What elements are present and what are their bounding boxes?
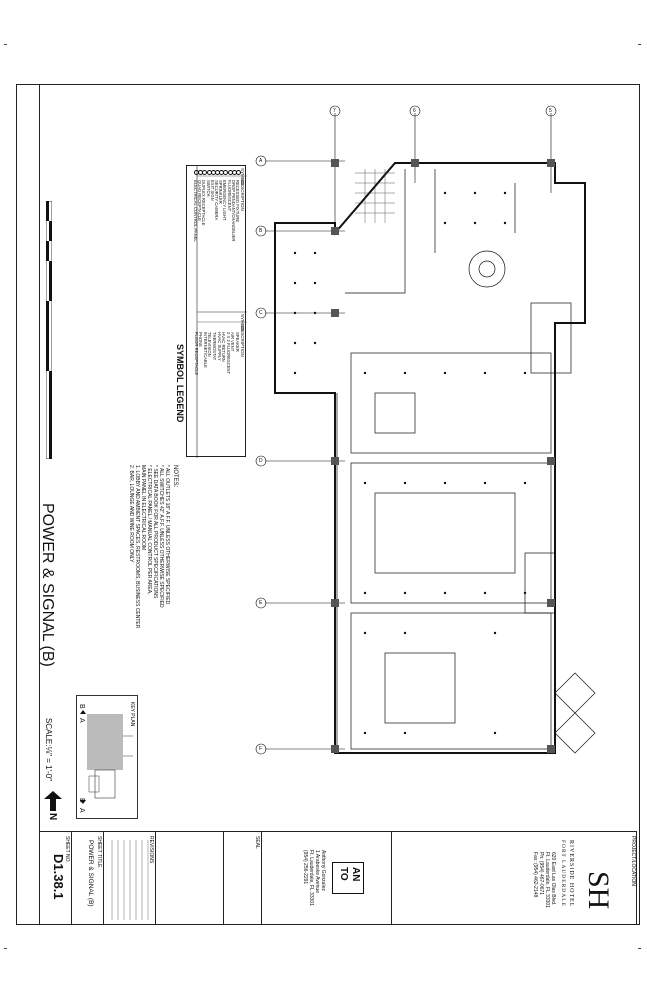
tb-notes-cell (155, 832, 223, 924)
revision-lines (111, 840, 149, 920)
legend-item: SWITCH (205, 180, 211, 197)
legend-item: THERMOSTAT (212, 332, 217, 361)
hotel-fax: Fax: (954) 462-2148 (532, 852, 538, 898)
legend-col-description-right: DESCRIPTION (240, 326, 245, 357)
note-line: 2. BAR, LOUNGE AND WINE ROOM ONLY (128, 465, 134, 563)
scale-label: SCALE:⅛" = 1'-0" (44, 718, 53, 782)
drawing-sheet: POWER & SIGNAL (B) SCALE:⅛" = 1'-0" N SY… (16, 84, 640, 925)
architect-initials-2: TO (338, 867, 349, 881)
architect-name: Anthony Gonzalez (320, 850, 326, 891)
legend-title: SYMBOL LEGEND (175, 344, 185, 423)
hotel-address-1: 620 East Las Olas Blvd. (550, 852, 556, 906)
crop-mark (638, 948, 641, 949)
legend-item: FLOOR RECEPTACLE (193, 332, 199, 376)
hotel-address-2: Ft. Lauderdale, FL 33301 (544, 852, 550, 908)
grid-label-side: E (259, 600, 263, 606)
legend-item: FLUORESCENT (226, 180, 232, 212)
architect-addr-2: Ft. Lauderdale, FL 33301 (308, 850, 314, 906)
legend-item: DUPLEX RECEPTACLE (201, 180, 207, 226)
architect-logo: AN TO (332, 862, 364, 894)
tb-seal-label: SEAL (254, 836, 260, 849)
legend-symbol-icon (194, 170, 199, 175)
sheet-number: D1.38.1 (51, 854, 66, 900)
legend-item: INTERNET/CABLE (202, 332, 208, 368)
note-line: * ALL SWITCHES 42" A.F.F. UNLESS OTHERWI… (158, 465, 164, 608)
tb-architect-cell: AN TO Anthony Gonzalez 1 Arabeske Avenue… (261, 832, 391, 924)
tb-sheet-title-value: POWER & SIGNAL (B) (87, 840, 94, 907)
drawing-area: POWER & SIGNAL (B) SCALE:⅛" = 1'-0" N SY… (39, 85, 637, 832)
crop-mark (4, 44, 7, 45)
architect-initials-1: AN (350, 867, 361, 882)
graphic-scale-bar (45, 200, 53, 460)
legend-symbol-icon (206, 170, 212, 175)
section-top-r: A (78, 718, 85, 723)
section-top: B (78, 704, 85, 709)
legend-item: 2 X 2 FLUORESCENT (225, 332, 231, 375)
grid-label-side: F (259, 746, 263, 752)
grid-label-top: 6 (413, 108, 416, 114)
graphic-scale (45, 200, 53, 460)
legend-col-description: DESCRIPTION (240, 180, 245, 211)
sheet-title: POWER & SIGNAL (B) (39, 503, 56, 667)
legend-item: EMERGENCY LIGHT (222, 180, 228, 221)
note-line: * ALL OUTLETS 18" A.F.F. UNLESS OTHERWIS… (164, 465, 170, 605)
tb-project-label: PROJECT/LOCATION (630, 836, 636, 886)
grid-label-top: 5 (549, 108, 552, 114)
grid-label-side: B (259, 228, 263, 234)
key-plan-drawing (80, 710, 133, 804)
sheet-title-strip (17, 85, 39, 832)
tb-revisions-cell: REVISIONS (103, 832, 155, 924)
hotel-logo-icon: SH (582, 871, 615, 909)
grid-label-side: D (259, 458, 263, 464)
tb-project-cell: PROJECT/LOCATION SH RIVERSIDE HOTEL FORT… (391, 832, 637, 924)
floor-plan: 7 6 5 A B C D E F (255, 93, 638, 833)
grid-label-side: C (259, 310, 263, 316)
note-line: * ELECTRICAL PANEL / MANUAL CONTROL PER … (146, 465, 152, 595)
note-line: * SEE DATA BOOK FOR ALL PRODUCT SPECIFIC… (152, 465, 158, 599)
tb-sheet-number-cell: SHEET NO. D1.38.1 (39, 832, 71, 924)
grid-label-top: 7 (333, 108, 336, 114)
legend-grid (196, 166, 247, 458)
section-bottom: B (78, 798, 85, 803)
hotel-phone: Ph: (954) 467-0671 (538, 852, 544, 896)
hotel-name: RIVERSIDE HOTEL (568, 840, 574, 908)
hotel-city: FORT LAUDERDALE (560, 840, 566, 907)
crop-mark (4, 948, 7, 949)
key-plan: KEY PLAN B A B A (76, 695, 138, 819)
key-plan-title: KEY PLAN (129, 702, 135, 727)
notes-title: NOTES: (172, 465, 178, 488)
tb-revisions-label: REVISIONS (148, 836, 154, 864)
crop-mark (638, 44, 641, 45)
legend-item: TELEVISION (207, 332, 213, 357)
north-arrow-icon (44, 791, 62, 811)
north-label: N (47, 813, 58, 821)
legend-symbol-icon (227, 170, 233, 175)
tb-sheet-title-label: SHEET TITLE (96, 836, 102, 868)
tb-sheet-title-cell: SHEET TITLE POWER & SIGNAL (B) (71, 832, 103, 924)
north-arrow: N (44, 791, 62, 823)
grid-label-side: A (259, 158, 263, 164)
architect-addr-1: 1 Arabeske Avenue (314, 850, 320, 893)
architect-phone: (954) 256-2291 (302, 850, 308, 885)
title-block: SHEET NO. D1.38.1 SHEET TITLE POWER & SI… (39, 832, 637, 924)
legend-item: AIR VENT (230, 332, 236, 352)
note-line: MAIN PANEL IN ELECTRICAL ROOM (140, 465, 146, 551)
floor-plan-drawing (255, 105, 596, 755)
tb-seal-cell: SEAL (223, 832, 261, 924)
legend-item: ELECTRICAL CONTROL PANEL (193, 180, 198, 242)
note-line: 1. LOBBY AND AMBIENT SPACES, RESTROOMS, … (134, 465, 140, 629)
section-bottom-r: A (78, 808, 85, 813)
legend-item: HVAC SUPPLY (216, 332, 222, 361)
svg-text:SH: SH (582, 871, 615, 909)
notes-block: NOTES: * ALL OUTLETS 18" A.F.F. UNLESS O… (128, 465, 178, 715)
